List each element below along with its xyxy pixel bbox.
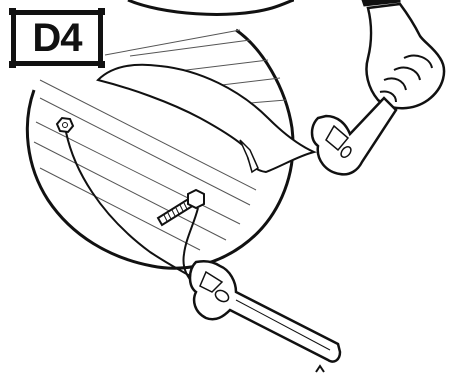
badge-corner — [9, 61, 16, 68]
nut-icon — [57, 118, 73, 132]
previous-step-circle-arc — [128, 0, 294, 14]
nut-to-wrench-leader — [66, 132, 190, 276]
wrench-icon — [190, 261, 340, 361]
step-label: D4 — [32, 18, 81, 58]
badge-corner — [98, 8, 105, 15]
step-number-badge: D4 — [11, 10, 103, 66]
next-step-mark — [316, 366, 324, 372]
bolt-icon — [158, 190, 204, 225]
badge-corner — [9, 8, 16, 15]
callout-pointer — [98, 65, 314, 172]
hand-with-wrench-icon — [312, 0, 444, 174]
badge-corner — [98, 61, 105, 68]
